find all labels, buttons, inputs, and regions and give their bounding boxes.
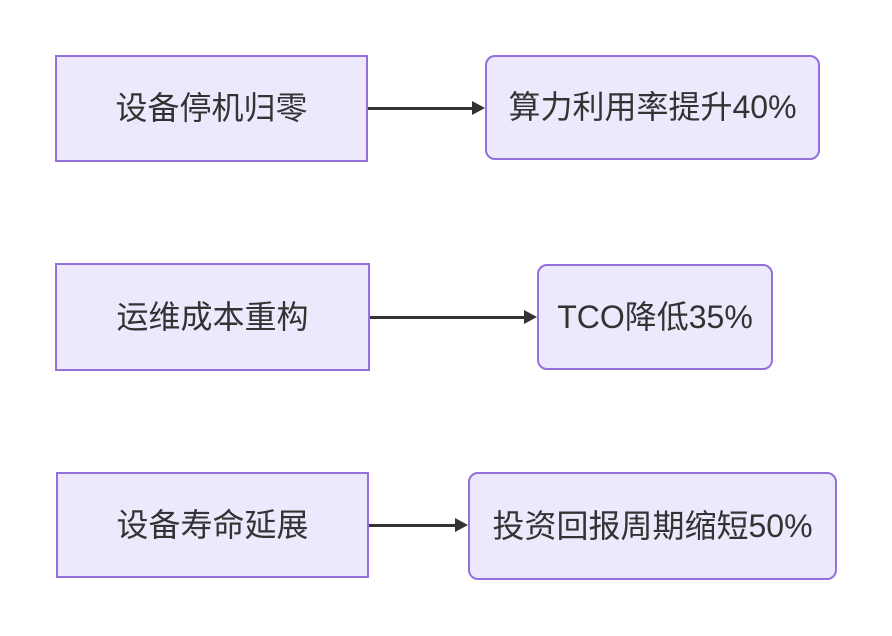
node-source-opex: 运维成本重构 — [55, 263, 370, 371]
arrow-row-1 — [368, 100, 485, 116]
arrow-head-icon — [455, 518, 468, 532]
node-label: 设备停机归零 — [115, 90, 308, 127]
node-target-tco: TCO降低35% — [537, 264, 773, 370]
node-target-utilization: 算力利用率提升40% — [485, 55, 820, 160]
node-label: 运维成本重构 — [116, 298, 309, 335]
arrow-line — [370, 315, 524, 319]
node-label: 算力利用率提升40% — [508, 89, 797, 126]
node-label: TCO降低35% — [557, 298, 753, 335]
arrow-row-2 — [370, 309, 537, 325]
node-label: 设备寿命延展 — [116, 506, 309, 543]
arrow-line — [368, 106, 472, 110]
node-target-roi: 投资回报周期缩短50% — [468, 472, 837, 580]
node-source-lifespan: 设备寿命延展 — [56, 472, 369, 578]
arrow-head-icon — [472, 101, 485, 115]
arrow-head-icon — [524, 310, 537, 324]
arrow-row-3 — [369, 517, 468, 533]
node-label: 投资回报周期缩短50% — [492, 507, 813, 544]
arrow-line — [369, 523, 455, 527]
node-source-downtime: 设备停机归零 — [55, 55, 368, 162]
